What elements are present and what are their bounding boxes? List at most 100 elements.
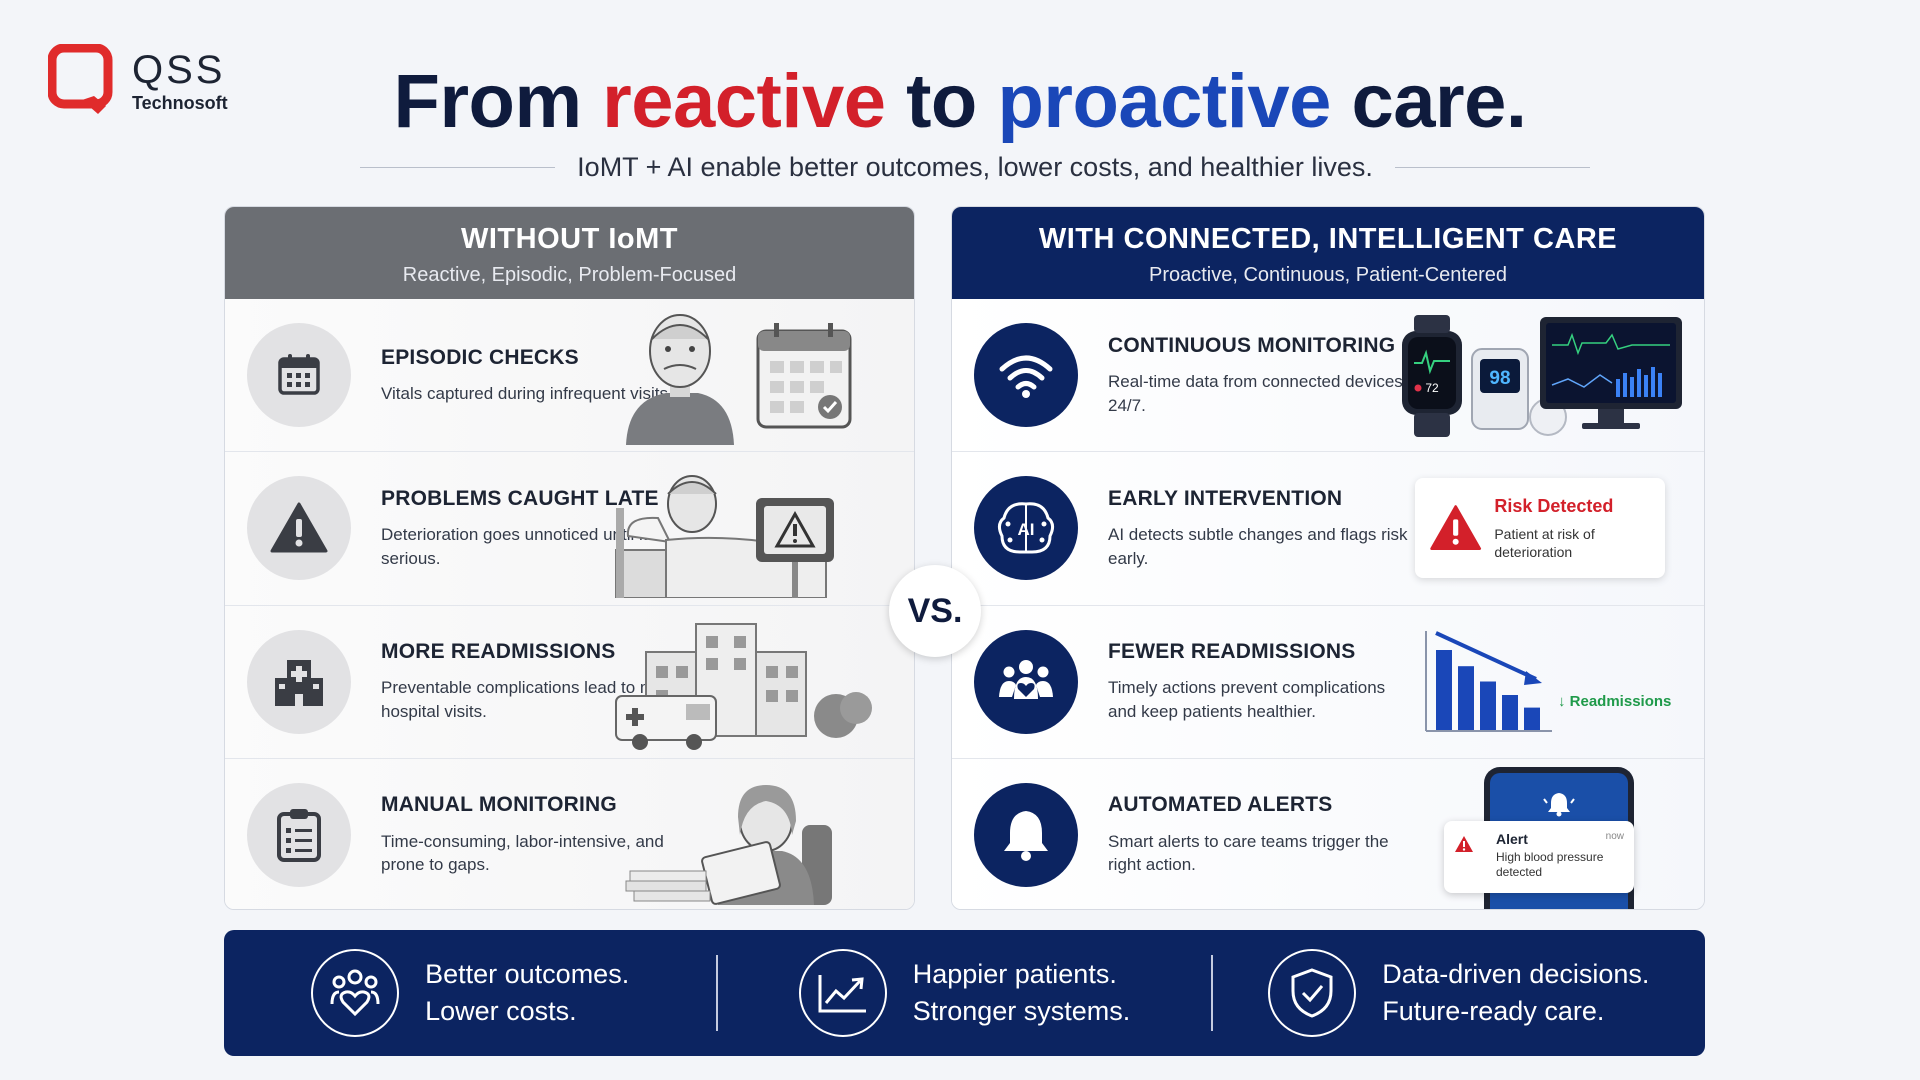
row-description: Timely actions prevent complications and… (1108, 678, 1386, 722)
list-item: AI EARLY INTERVENTION AI detects subtle … (952, 451, 1704, 605)
warning-icon (1430, 505, 1482, 551)
panel-header: WITHOUT IoMT Reactive, Episodic, Problem… (225, 207, 914, 299)
ai-brain-icon: AI (974, 476, 1078, 581)
brand-logo: QSS Technosoft (47, 43, 228, 118)
panel-header: WITH CONNECTED, INTELLIGENT CARE Proacti… (952, 207, 1704, 299)
benefit-line-2: Lower costs. (425, 996, 577, 1026)
readmissions-bar (1524, 707, 1540, 731)
row-description: Time-consuming, labor-intensive, and pro… (381, 831, 664, 875)
list-item: FEWER READMISSIONS Timely actions preven… (952, 604, 1704, 758)
alert-time: now (1605, 830, 1624, 842)
divider (1210, 955, 1213, 1031)
divider (360, 166, 556, 168)
elderly-patient-calendar-illustration (606, 307, 896, 446)
wifi-icon (974, 323, 1078, 428)
hospital-ambulance-illustration (606, 614, 896, 750)
divider (1394, 166, 1591, 168)
qss-logo-icon (47, 43, 114, 118)
row-title: CONTINUOUS MONITORING (1108, 333, 1396, 357)
connected-devices-illustration: 72 98 (1392, 307, 1692, 443)
benefit-line-2: Future-ready care. (1382, 996, 1605, 1026)
row-title: AUTOMATED ALERTS (1108, 793, 1333, 817)
readmissions-bars-chart (1425, 630, 1552, 732)
vs-badge: VS. (889, 565, 981, 657)
panel-title: WITHOUT IoMT (460, 223, 678, 255)
phone-alert-illustration: Alert High blood pressure detected now (1444, 759, 1644, 909)
readmissions-label: ↓ Readmissions (1558, 693, 1672, 711)
row-title: EARLY INTERVENTION (1108, 486, 1343, 510)
risk-detected-card-area: Risk Detected Patient at risk of deterio… (1410, 460, 1670, 596)
trend-arrow-line (1435, 630, 1537, 681)
readmissions-bar (1436, 649, 1452, 731)
row-title: MANUAL MONITORING (381, 793, 617, 817)
panel-subtitle: Proactive, Continuous, Patient-Centered (1149, 264, 1507, 286)
care-team-icon (974, 629, 1078, 734)
benefit-item: Happier patients. Stronger systems. (718, 949, 1210, 1037)
list-item: MANUAL MONITORING Time-consuming, labor-… (225, 757, 914, 909)
readmissions-mini-chart: ↓ Readmissions (1424, 614, 1674, 750)
calendar-icon (247, 323, 351, 428)
row-title: PROBLEMS CAUGHT LATE (381, 486, 659, 510)
alert-description: High blood pressure detected (1496, 849, 1604, 879)
benefit-line-1: Better outcomes. (425, 958, 630, 989)
clipboard-icon (247, 782, 351, 887)
list-item: EPISODIC CHECKS Vitals captured during i… (225, 299, 914, 452)
row-description: Deterioration goes unnoticed until it's … (381, 525, 660, 568)
benefit-line-1: Happier patients. (912, 958, 1117, 989)
readmissions-bar (1502, 694, 1518, 731)
panel-subtitle: Reactive, Episodic, Problem-Focused (402, 264, 737, 286)
readmissions-bar (1458, 665, 1474, 731)
shield-check-icon (1268, 949, 1357, 1037)
row-description: AI detects subtle changes and flags risk… (1108, 525, 1408, 568)
row-title: MORE READMISSIONS (381, 640, 616, 664)
title-prefix: From (393, 59, 603, 144)
benefit-item: Data-driven decisions. Future-ready care… (1213, 949, 1705, 1037)
page-title: From reactive to proactive care. (0, 58, 1920, 145)
risk-title: Risk Detected (1494, 495, 1614, 516)
connected-care-panel: WITH CONNECTED, INTELLIGENT CARE Proacti… (951, 206, 1705, 910)
list-item: CONTINUOUS MONITORING Real-time data fro… (952, 299, 1704, 452)
list-item: PROBLEMS CAUGHT LATE Deterioration goes … (225, 451, 914, 605)
hospital-bed-monitor-illustration (606, 460, 896, 599)
alert-notification[interactable]: Alert High blood pressure detected now (1444, 820, 1634, 893)
benefits-banner: Better outcomes. Lower costs. Happier pa… (224, 930, 1705, 1056)
subtitle-row: IoMT + AI enable better outcomes, lower … (360, 150, 1591, 184)
nurse-paperwork-illustration (606, 767, 896, 905)
without-iomt-panel: WITHOUT IoMT Reactive, Episodic, Problem… (224, 206, 915, 910)
brand-sub: Technosoft (132, 93, 228, 113)
title-proactive: proactive (997, 59, 1331, 144)
risk-detected-card: Risk Detected Patient at risk of deterio… (1415, 478, 1665, 579)
title-mid: to (885, 59, 998, 144)
row-title: EPISODIC CHECKS (381, 345, 579, 369)
benefit-item: Better outcomes. Lower costs. (224, 949, 716, 1037)
readmissions-bar (1480, 681, 1496, 731)
title-suffix: care. (1330, 59, 1527, 144)
risk-description: Patient at risk of deterioration (1494, 525, 1595, 560)
heart-people-icon (311, 949, 400, 1037)
row-description: Vitals captured during infrequent visits… (381, 383, 673, 403)
list-item: MORE READMISSIONS Preventable complicati… (225, 604, 914, 758)
page-subtitle: IoMT + AI enable better outcomes, lower … (577, 151, 1373, 182)
divider (716, 955, 719, 1031)
row-description: Smart alerts to care teams trigger the r… (1108, 831, 1389, 875)
warning-icon (1455, 835, 1473, 852)
alert-title: Alert (1496, 830, 1528, 847)
brand-name: QSS (132, 48, 226, 92)
benefit-line-1: Data-driven decisions. (1382, 958, 1650, 989)
title-reactive: reactive (602, 59, 886, 144)
row-description: Real-time data from connected devices, 2… (1108, 371, 1408, 415)
oximeter-value: 98 (1489, 368, 1510, 389)
watch-hr-value: 72 (1425, 381, 1439, 395)
benefit-line-2: Stronger systems. (912, 996, 1131, 1026)
panel-title: WITH CONNECTED, INTELLIGENT CARE (1038, 223, 1618, 255)
bell-ringing-icon (1543, 792, 1575, 817)
list-item: AUTOMATED ALERTS Smart alerts to care te… (952, 757, 1704, 909)
trend-arrow-head (1524, 670, 1542, 685)
warning-icon (247, 476, 351, 581)
svg-text:AI: AI (1018, 520, 1035, 539)
growth-chart-icon (798, 949, 887, 1037)
bell-icon (974, 782, 1078, 887)
hospital-icon (247, 629, 351, 734)
row-title: FEWER READMISSIONS (1108, 640, 1356, 664)
